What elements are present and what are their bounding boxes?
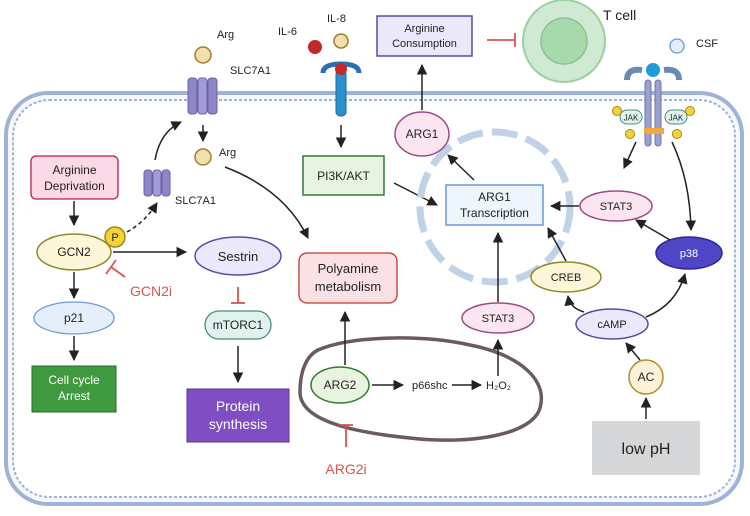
il8-label: IL-8 <box>327 13 346 25</box>
arg1-label: ARG1 <box>406 127 439 141</box>
il6-label: IL-6 <box>278 26 297 38</box>
arrow-csf-to-p38 <box>671 141 697 232</box>
polyamine-label-1: Polyamine <box>318 261 379 276</box>
gcn2-node <box>36 233 112 271</box>
camp-label: cAMP <box>597 319 626 331</box>
arginine-consumption-label-2: Consumption <box>392 38 457 50</box>
inhibit-sestrin-mtorc1 <box>231 287 245 304</box>
stat3-right-node <box>579 190 653 222</box>
arrow-creb-to-transcription <box>547 227 567 262</box>
t-cell-label: T cell <box>603 7 636 23</box>
arg1-transcription-label-1: ARG1 <box>478 190 511 204</box>
il-receptor <box>320 61 362 117</box>
csf-label: CSF <box>696 38 718 50</box>
arginine-deprivation-box <box>30 155 119 200</box>
sestrin-label: Sestrin <box>218 249 258 264</box>
arg1-transcription-label-2: Transcription <box>460 206 529 220</box>
phosphate-badge <box>104 226 126 248</box>
protein-synthesis-label-1: Protein <box>216 398 260 414</box>
arginine-deprivation-label-1: Arginine <box>52 163 96 177</box>
arg2-node <box>310 366 370 404</box>
il6-molecule <box>308 40 322 54</box>
arg1-node <box>394 111 450 157</box>
cell-cycle-arrest-box <box>31 365 117 413</box>
cell-cycle-label-2: Arrest <box>58 389 91 403</box>
inhibit-gcn2i <box>105 259 126 278</box>
arg-inside-label: Arg <box>219 147 236 159</box>
arrow-ac-to-camp <box>625 342 641 361</box>
arrow-transcription-to-arg1 <box>447 154 475 181</box>
camp-node <box>575 308 649 340</box>
creb-label: CREB <box>551 272 582 284</box>
arginine-deprivation-label-2: Deprivation <box>44 179 105 193</box>
low-ph-label: low pH <box>622 441 671 458</box>
arrow-p38-to-stat3 <box>635 219 671 241</box>
inhibit-arg2i <box>339 424 353 447</box>
t-cell <box>522 0 606 83</box>
slc7a1-transporter-top <box>187 77 218 115</box>
stat3-mid-label: STAT3 <box>482 313 515 325</box>
arginine-consumption-label-1: Arginine <box>404 23 444 35</box>
slc7a1-top-label: SLC7A1 <box>230 65 271 77</box>
jak-left: JAK <box>612 106 643 139</box>
arg1-transcription-box <box>445 184 544 226</box>
arg2-label: ARG2 <box>324 378 357 392</box>
protein-synthesis-box <box>186 388 290 443</box>
mtorc1-label: mTORC1 <box>213 318 264 332</box>
stat3-mid-node <box>461 302 535 334</box>
slc7a1-left-label: SLC7A1 <box>175 195 216 207</box>
arrow-csf-to-stat3 <box>623 141 637 169</box>
arrow-camp-to-p38 <box>645 272 688 318</box>
creb-node <box>530 261 602 293</box>
nucleus <box>416 128 574 286</box>
mitochondrion <box>298 336 544 442</box>
jak-right-label: JAK <box>669 114 684 123</box>
arginine-consumption-box <box>376 15 473 57</box>
ac-label: AC <box>638 370 655 384</box>
h2o2-label: H₂O₂ <box>486 380 511 392</box>
arrow-pi3k-to-arg1-transcription <box>393 182 438 206</box>
jak-right: JAK <box>664 106 695 139</box>
inhibit-consumption-tcell <box>487 33 516 47</box>
arrow-arg-to-polyamine <box>224 166 309 239</box>
csf-receptor <box>624 63 682 147</box>
arg-molecule-inside <box>194 148 212 166</box>
p38-node <box>655 236 723 270</box>
pi3k-akt-box <box>302 155 385 196</box>
cell-cycle-label-1: Cell cycle <box>48 373 100 387</box>
pi3k-akt-label: PI3K/AKT <box>317 169 370 183</box>
arrow-gcn2-to-slc7a1 <box>126 202 158 233</box>
phosphate-badge-label: P <box>111 232 118 244</box>
p38-label: p38 <box>680 248 698 260</box>
mtorc1-node <box>204 310 272 340</box>
jak-left-label: JAK <box>624 114 639 123</box>
low-ph-box <box>592 421 700 475</box>
arrow-slc7a1-translocation <box>154 121 182 161</box>
p66shc-label: p66shc <box>412 380 448 392</box>
sestrin-node <box>194 236 282 276</box>
arg2i-label: ARG2i <box>325 461 366 477</box>
stat3-right-label: STAT3 <box>600 201 633 213</box>
csf-molecule <box>669 38 685 54</box>
polyamine-label-2: metabolism <box>315 279 381 294</box>
p21-node <box>33 301 115 335</box>
arg-molecule-top <box>194 46 212 64</box>
ac-node <box>628 359 664 395</box>
gcn2i-label: GCN2i <box>130 283 172 299</box>
p21-label: p21 <box>64 311 84 325</box>
il8-molecule <box>333 33 349 49</box>
polyamine-metabolism-box <box>298 252 398 304</box>
slc7a1-transporter-left <box>143 169 171 197</box>
protein-synthesis-label-2: synthesis <box>209 416 267 432</box>
arrow-camp-to-creb <box>564 294 585 313</box>
gcn2-label: GCN2 <box>57 245 91 259</box>
arg-top-label: Arg <box>217 29 234 41</box>
